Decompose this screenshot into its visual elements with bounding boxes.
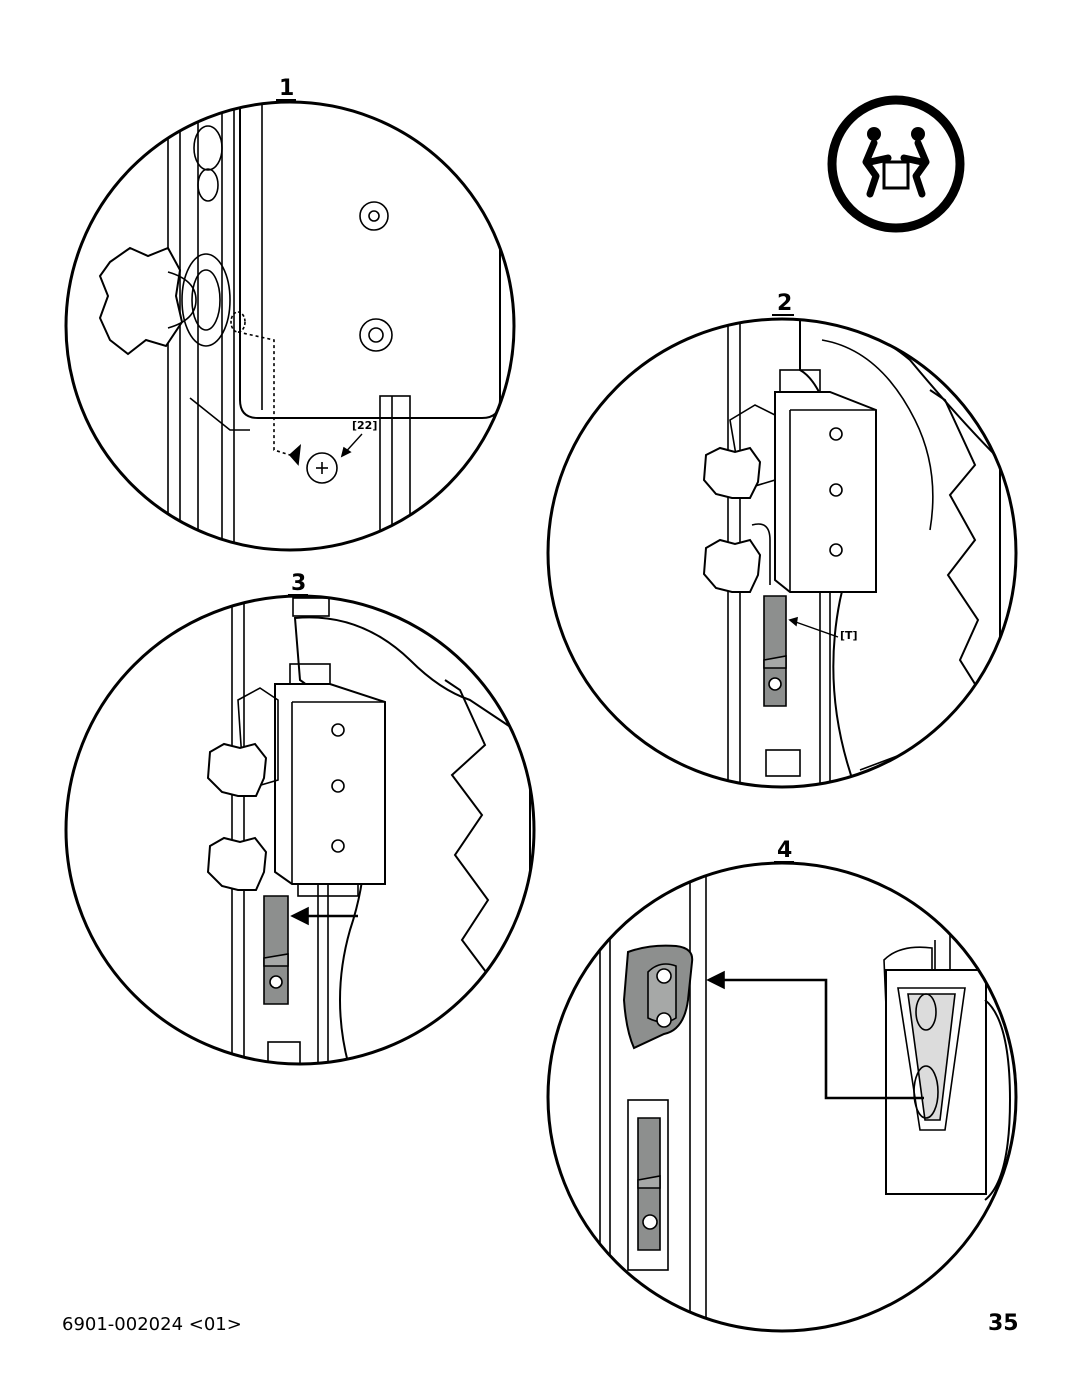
step-4-number: 4 — [777, 838, 792, 863]
step-2-number: 2 — [777, 291, 792, 316]
step-1-number: 1 — [279, 76, 294, 101]
step-3-detail: 3 — [64, 571, 536, 1066]
step-1-callout: [22] — [352, 419, 377, 432]
document-code: 6901-002024 <01> — [62, 1314, 242, 1335]
step-1-detail: 1 [22] — [64, 76, 516, 552]
two-person-lift-icon — [827, 95, 965, 233]
step-2-callout: [T] — [840, 629, 858, 642]
step-2-detail: 2 [T] — [546, 291, 1018, 789]
step-3-number: 3 — [291, 571, 306, 596]
page-number: 35 — [988, 1311, 1019, 1336]
step-4-detail: 4 — [546, 838, 1018, 1333]
